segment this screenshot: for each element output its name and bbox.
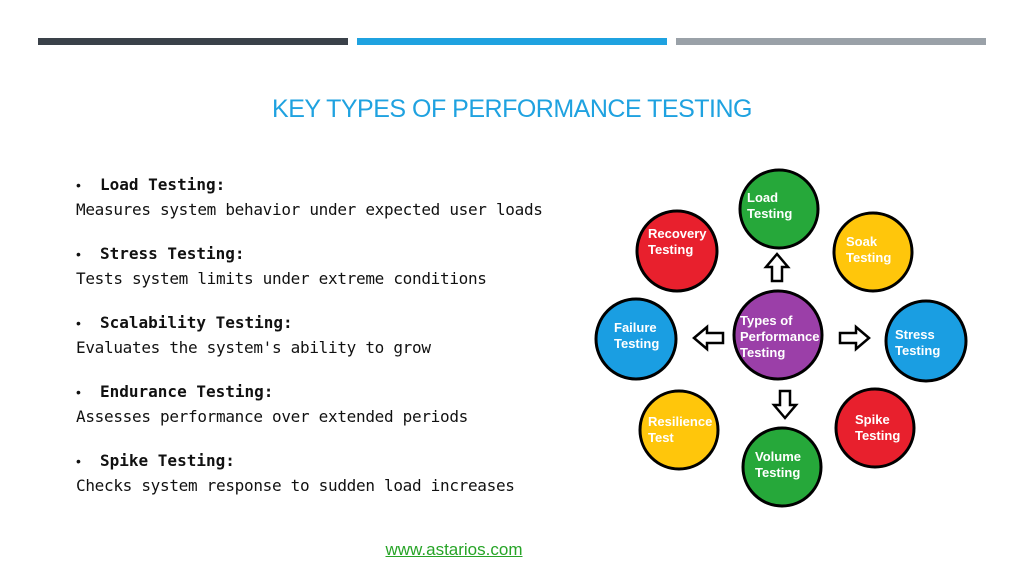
- node-label-line: Volume: [755, 449, 801, 464]
- svg-text:Recovery Testing: Recovery Testing: [648, 226, 710, 257]
- item-heading: Spike Testing:: [100, 451, 235, 470]
- item-heading: Stress Testing:: [100, 244, 245, 263]
- node-label-line: Testing: [648, 242, 693, 257]
- item-heading: Load Testing:: [100, 175, 226, 194]
- node-label-line: Spike: [855, 412, 890, 427]
- bullet: •: [76, 384, 81, 400]
- website-link[interactable]: www.astarios.com: [385, 540, 523, 559]
- center-node: Types of Performance Testing: [732, 289, 824, 381]
- node-volume-testing: Volume Testing: [741, 426, 823, 508]
- item-description: Checks system response to sudden load in…: [76, 476, 515, 495]
- center-label-line: Testing: [740, 345, 785, 360]
- node-label-line: Stress: [895, 327, 935, 342]
- list-item-stress: • Stress Testing: Tests system limits un…: [76, 244, 596, 313]
- svg-text:Volume Testing: Volume Testing: [755, 449, 805, 480]
- node-label-line: Soak: [846, 234, 878, 249]
- arrow-up-icon: [763, 252, 791, 283]
- node-label-line: Recovery: [648, 226, 707, 241]
- item-description: Assesses performance over extended perio…: [76, 407, 468, 426]
- item-heading: Scalability Testing:: [100, 313, 293, 332]
- bullet: •: [76, 453, 81, 469]
- header-bar-blue: [357, 38, 667, 45]
- node-label-line: Load: [747, 190, 778, 205]
- center-label-line: Types of: [740, 313, 793, 328]
- bullet: •: [76, 315, 81, 331]
- node-soak-testing: Soak Testing: [832, 211, 914, 293]
- node-failure-testing: Failure Testing: [594, 297, 678, 381]
- node-label-line: Testing: [855, 428, 900, 443]
- node-label-line: Testing: [747, 206, 792, 221]
- slide-title: KEY TYPES OF PERFORMANCE TESTING: [272, 95, 752, 123]
- list-item-endurance: • Endurance Testing: Assesses performanc…: [76, 382, 596, 451]
- node-label-line: Test: [648, 430, 674, 445]
- svg-text:Resilience Test: Resilience Test: [648, 414, 716, 445]
- node-recovery-testing: Recovery Testing: [635, 209, 719, 293]
- svg-text:Failure Testing: Failure Testing: [614, 320, 660, 351]
- node-spike-testing: Spike Testing: [834, 387, 916, 469]
- header-bar-dark: [38, 38, 348, 45]
- arrow-left-icon: [692, 324, 725, 352]
- center-label-line: Performance: [740, 329, 819, 344]
- node-load-testing: Load Testing: [738, 168, 820, 250]
- svg-text:Spike Testing: Spike Testing: [855, 412, 900, 443]
- list-item-load: • Load Testing: Measures system behavior…: [76, 175, 596, 244]
- svg-text:Load Testing: Load Testing: [747, 190, 792, 221]
- node-label-line: Testing: [895, 343, 940, 358]
- performance-testing-diagram: Types of Performance Testing Load Testin…: [590, 160, 990, 520]
- diagram-canvas: Types of Performance Testing Load Testin…: [594, 168, 968, 508]
- node-stress-testing: Stress Testing: [884, 299, 968, 383]
- testing-types-list: • Load Testing: Measures system behavior…: [76, 175, 596, 520]
- item-heading: Endurance Testing:: [100, 382, 274, 401]
- item-description: Evaluates the system's ability to grow: [76, 338, 431, 357]
- node-label-line: Resilience: [648, 414, 712, 429]
- arrow-right-icon: [838, 324, 871, 352]
- node-label-line: Testing: [755, 465, 800, 480]
- node-label-line: Testing: [614, 336, 659, 351]
- node-label-line: Failure: [614, 320, 657, 335]
- svg-text:Stress Testing: Stress Testing: [895, 327, 940, 358]
- item-description: Measures system behavior under expected …: [76, 200, 543, 219]
- node-resilience-test: Resilience Test: [638, 389, 720, 471]
- center-label: Types of Performance Testing: [740, 313, 823, 360]
- list-item-scalability: • Scalability Testing: Evaluates the sys…: [76, 313, 596, 382]
- node-label-line: Testing: [846, 250, 891, 265]
- item-description: Tests system limits under extreme condit…: [76, 269, 487, 288]
- svg-text:Soak Testing: Soak Testing: [846, 234, 891, 265]
- arrow-down-icon: [771, 389, 799, 420]
- list-item-spike: • Spike Testing: Checks system response …: [76, 451, 596, 520]
- bullet: •: [76, 177, 81, 193]
- header-bar-gray: [676, 38, 986, 45]
- bullet: •: [76, 246, 81, 262]
